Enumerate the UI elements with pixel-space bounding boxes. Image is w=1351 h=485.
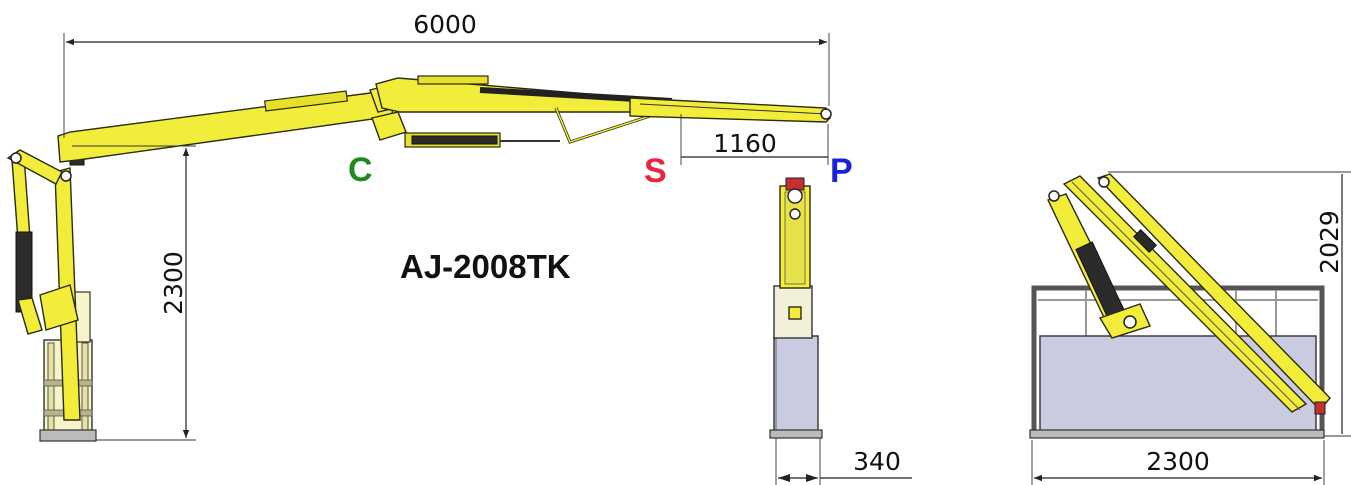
dimension-folded-height-label: 2029 — [1315, 210, 1344, 274]
marker-p: P — [830, 152, 853, 190]
front-view-crane — [769, 177, 823, 439]
dimension-tip-extension-label: 1160 — [713, 129, 777, 158]
dimension-folded-height: 2029 — [1108, 171, 1351, 437]
marker-s: S — [644, 152, 667, 190]
dimension-height-label: 2300 — [159, 251, 188, 315]
dimension-total-reach-label: 6000 — [413, 10, 477, 39]
dimension-tip-extension: 1160 — [680, 114, 829, 165]
folded-crane-view — [1029, 173, 1331, 439]
model-title: AJ-2008TK — [400, 248, 571, 285]
dimension-folded-length-label: 2300 — [1146, 447, 1210, 476]
dimension-height: 2300 — [72, 145, 196, 441]
dimension-folded-length: 2300 — [1031, 440, 1325, 485]
extended-crane-view — [6, 75, 832, 442]
dimension-total-reach: 6000 — [63, 10, 830, 138]
marker-c: C — [348, 151, 373, 189]
dimension-base-width-label: 340 — [853, 447, 901, 476]
dimension-base-width: 340 — [775, 438, 912, 485]
